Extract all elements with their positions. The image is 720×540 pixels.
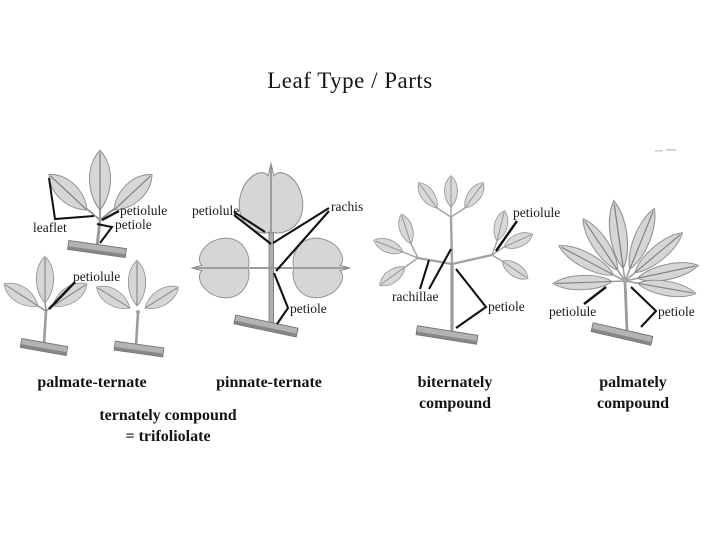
label-petiole: petiole xyxy=(290,301,327,316)
label-rachillae: rachillae xyxy=(392,289,439,304)
label-petiolule: petiolule xyxy=(513,205,561,220)
caption-biternately-compound: biternately compound xyxy=(375,372,535,414)
scan-artifact xyxy=(655,149,676,152)
caption-line: compound xyxy=(418,395,492,412)
diagram-palmate-ternate xyxy=(41,149,160,259)
label-petiolule: petiolule xyxy=(549,304,597,319)
label-petiole: petiole xyxy=(488,299,525,314)
caption-pinnate-ternate: pinnate-ternate xyxy=(216,374,322,391)
footnote-ternately-compound: ternately compound = trifoliolate xyxy=(48,405,288,447)
caption-palmate-ternate: palmate-ternate xyxy=(37,374,147,391)
diagram-pinnate-ternate xyxy=(191,162,351,338)
caption-palmately-compound: palmately compound xyxy=(553,372,713,414)
footnote-line: ternately compound xyxy=(99,407,237,424)
label-rachis: rachis xyxy=(331,199,364,214)
caption-line: compound xyxy=(596,395,670,412)
slide-title: Leaf Type / Parts xyxy=(267,68,433,93)
label-leaflet: leaflet xyxy=(33,220,67,235)
diagram-ternate-small-right xyxy=(91,259,184,358)
footnote-line: = trifoliolate xyxy=(125,428,211,445)
caption-line: palmately xyxy=(599,374,667,391)
diagram-palmately-compound xyxy=(552,198,701,346)
label-petiolule: petiolule xyxy=(192,203,240,218)
label-petiole: petiole xyxy=(658,304,695,319)
label-petiole: petiole xyxy=(115,217,152,232)
caption-line: biternately xyxy=(417,374,493,391)
diagram-biternately-compound xyxy=(371,175,536,345)
label-petiolule: petiolule xyxy=(73,269,121,284)
diagram-ternate-small-left xyxy=(0,255,92,356)
label-petiolule: petiolule xyxy=(120,203,168,218)
